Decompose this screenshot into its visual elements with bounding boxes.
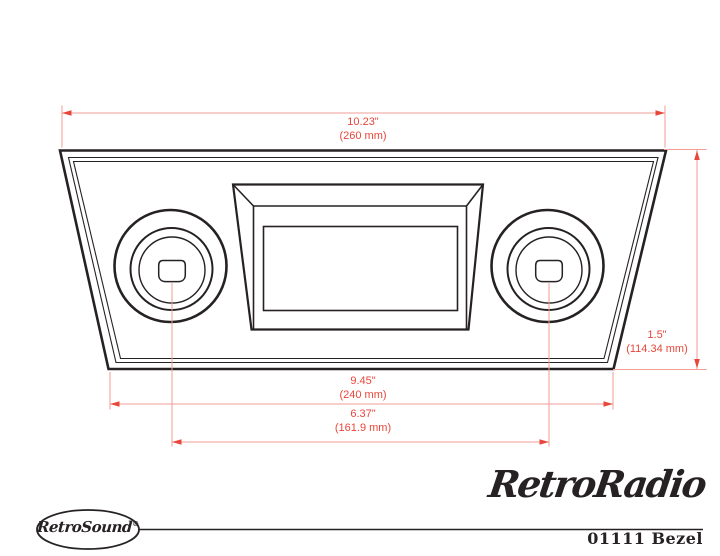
dim-bottom-label: 9.45" (240 mm): [303, 375, 423, 402]
dim-top-width: [61, 105, 666, 148]
dim-bottom-mm: (240 mm): [339, 388, 387, 401]
dim-bottom-inches: 9.45": [350, 375, 376, 387]
dim-bottom-arrow-left: [110, 401, 120, 407]
dim-top-mm: (260 mm): [339, 129, 387, 142]
dim-top-arrow-right: [655, 110, 665, 116]
dim-bottom-width: [109, 372, 614, 410]
bezel-faceplate: [58, 149, 668, 371]
dim-knob-arrow-right: [539, 439, 549, 445]
display-outer-bevel: [231, 183, 485, 331]
retroradio-logo: RetroRadio: [486, 462, 708, 506]
dim-knob-spacing: [171, 283, 550, 447]
display-window: [262, 225, 459, 312]
dim-bottom-arrow-right: [603, 401, 613, 407]
dim-knob-spacing-mm: (161.9 mm): [334, 421, 392, 434]
dim-top-inches: 10.23": [347, 116, 379, 128]
dim-right-mm: (114.34 mm): [626, 342, 688, 355]
dim-top-label: 10.23" (260 mm): [303, 116, 423, 143]
left-knob: [113, 208, 228, 324]
display-frame: [231, 183, 485, 331]
bezel-outer-edge: [58, 149, 668, 371]
dim-right-height: [613, 149, 707, 370]
dim-knob-spacing-inches: 6.37": [350, 408, 376, 420]
dim-bottom-lines: [109, 372, 614, 410]
dim-top-arrow-left: [62, 110, 72, 116]
dim-right-arrow-bottom: [694, 359, 700, 369]
part-number-label: 01111 Bezel: [587, 529, 703, 548]
bezel-rim-line-1: [67, 156, 659, 364]
retrosound-logo: RetroSound®: [36, 518, 139, 536]
dim-right-arrow-top: [694, 150, 700, 160]
display-bevel-corners: [232, 183, 484, 207]
retroradio-logo-text: RetroRadio: [486, 462, 709, 506]
display-face-edge: [252, 205, 468, 330]
dim-knob-arrow-left: [172, 439, 182, 445]
dim-right-inches: 1.5": [647, 329, 667, 341]
dim-knob-lines: [171, 283, 550, 447]
retrosound-logo-text: RetroSound: [36, 518, 133, 536]
registered-trademark-icon: ®: [131, 519, 140, 528]
bezel-rim-line-2: [72, 160, 655, 360]
dim-top-lines: [61, 105, 666, 148]
right-knob: [490, 208, 605, 324]
dim-knob-spacing-label: 6.37" (161.9 mm): [303, 408, 423, 435]
dim-right-lines: [613, 149, 707, 370]
dim-right-label: 1.5" (114.34 mm): [592, 329, 720, 356]
